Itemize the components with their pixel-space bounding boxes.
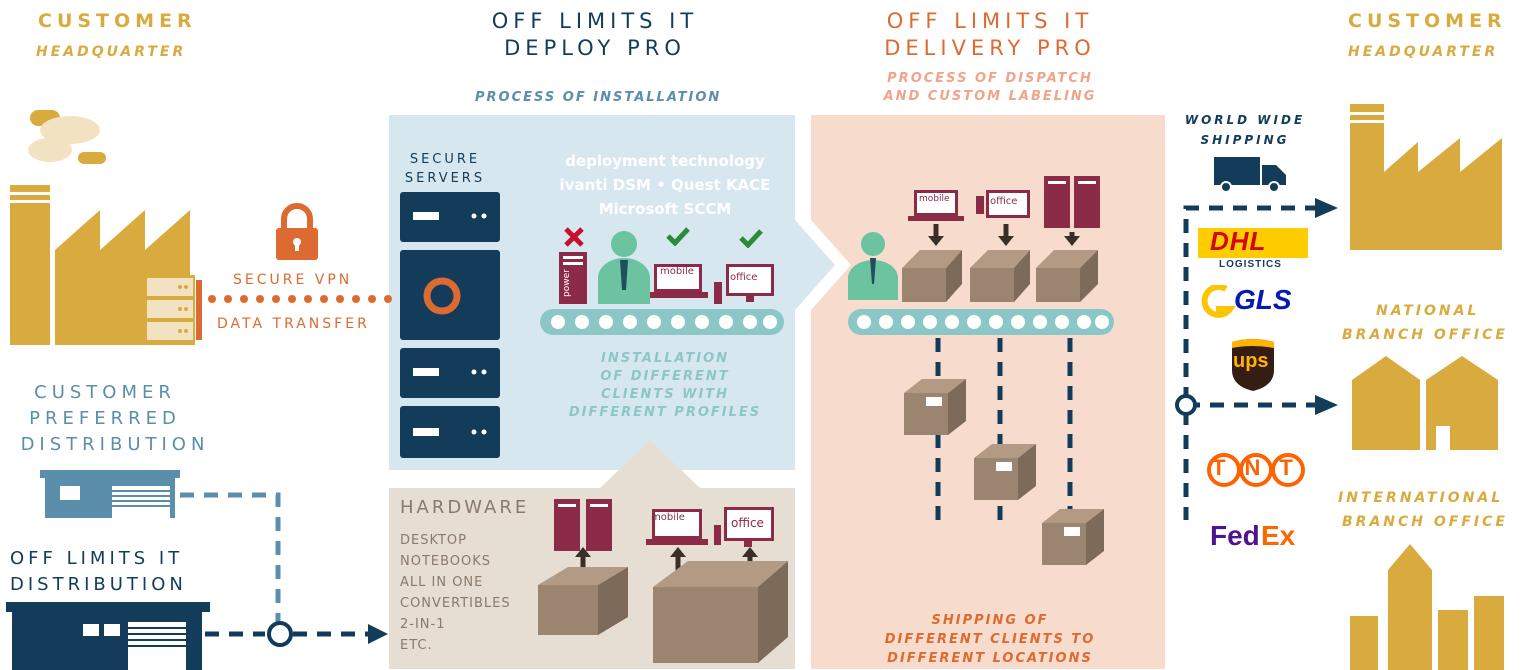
truck-icon (1214, 157, 1286, 193)
gls-logo-text: GLS (1234, 284, 1292, 315)
check-icon (666, 227, 690, 246)
international-office-icon (1350, 544, 1504, 670)
left-customer-title: CUSTOMER (38, 10, 197, 32)
shipping-line-3: DIFFERENT LOCATIONS (887, 651, 1093, 666)
hardware-item: DESKTOP (400, 533, 468, 548)
shipping-line-2: DIFFERENT CLIENTS TO (884, 632, 1096, 647)
preferred-line-2: PREFERRED (29, 408, 181, 429)
delivery-title-1: OFF LIMITS IT (886, 9, 1094, 33)
servers-label-2: SERVERS (404, 171, 486, 186)
dhl-subtitle: LOGISTICS (1219, 259, 1282, 270)
offlimits-dist-line-2: DISTRIBUTION (10, 574, 187, 595)
ups-logo-text: ups (1233, 350, 1269, 372)
preferred-warehouse-icon (40, 470, 180, 518)
right-customer-subtitle: HEADQUARTER (1348, 44, 1499, 60)
servers-label-1: SECURE (409, 152, 481, 167)
international-line-2: BRANCH OFFICE (1342, 514, 1508, 530)
installation-line-1: INSTALLATION (600, 351, 730, 366)
preferred-line-1: CUSTOMER (34, 382, 176, 403)
dhl-logo-text: DHL (1210, 226, 1267, 256)
gls-arrow-logo (1201, 285, 1236, 318)
hw-laptop-label: mobile (651, 512, 685, 523)
distribution-arrow (205, 621, 388, 647)
fedex-logo-fed: Fed (1210, 520, 1260, 551)
aio-label: office (730, 272, 758, 283)
delivery-subtitle-1: PROCESS OF DISPATCH (887, 71, 1093, 86)
delivery-title-2: DELIVERY PRO (884, 36, 1096, 60)
hardware-item: NOTEBOOKS (400, 554, 492, 569)
hardware-item: ALL IN ONE (400, 575, 484, 590)
hardware-item: 2-IN-1 (400, 617, 446, 632)
deploy-title-1: OFF LIMITS IT (491, 9, 699, 33)
delivery-subtitle-2: AND CUSTOM LABELING (883, 89, 1097, 104)
technology-line-2: ivanti DSM • Quest KACE (559, 176, 771, 194)
hardware-boxes-icon (538, 499, 788, 663)
delivery-aio-label: office (990, 196, 1018, 207)
lock-icon (276, 203, 318, 260)
right-customer-title: CUSTOMER (1348, 10, 1507, 32)
vpn-label-2: DATA TRANSFER (217, 316, 370, 332)
offlimits-dist-line-1: OFF LIMITS IT (10, 548, 184, 569)
delivery-station-icon (848, 176, 1100, 302)
shipping-box-icon (974, 444, 1036, 500)
ups-shield-logo (1232, 339, 1274, 391)
left-customer-subtitle: HEADQUARTER (36, 44, 187, 60)
tower-label: power (562, 269, 572, 297)
delivery-laptop-label: mobile (919, 194, 950, 204)
installation-line-4: DIFFERENT PROFILES (568, 405, 762, 420)
laptop-mobile-icon (650, 264, 708, 298)
conveyor-belt-delivery (848, 309, 1114, 335)
technology-line-3: Microsoft SCCM (598, 200, 732, 218)
hardware-title: HARDWARE (400, 497, 530, 518)
fedex-logo-ex: Ex (1261, 520, 1296, 551)
worldwide-line-1: WORLD WIDE (1184, 113, 1306, 127)
hw-aio-label: office (731, 516, 764, 530)
worldwide-line-2: SHIPPING (1200, 133, 1290, 147)
technology-line-1: deployment technology (565, 152, 765, 170)
deploy-title-2: DEPLOY PRO (504, 36, 686, 60)
deploy-subtitle: PROCESS OF INSTALLATION (475, 90, 722, 105)
preferred-line-3: DISTRIBUTION (20, 434, 210, 455)
hq-factory-icon (1350, 104, 1502, 250)
hardware-item: CONVERTIBLES (400, 596, 511, 611)
national-line-1: NATIONAL (1376, 303, 1480, 319)
technician-icon (598, 231, 650, 304)
servers-icon (400, 192, 500, 458)
check-icon (739, 229, 763, 248)
cross-icon (564, 227, 584, 247)
conveyor-belt-deploy (540, 309, 784, 335)
shipping-box-icon (1042, 509, 1104, 565)
national-office-icon (1352, 356, 1498, 450)
national-line-2: BRANCH OFFICE (1342, 327, 1508, 343)
international-line-1: INTERNATIONAL (1338, 490, 1504, 506)
hardware-item: ETC. (400, 638, 433, 653)
preferred-route-line (180, 492, 281, 630)
shipping-line-1: SHIPPING OF (931, 613, 1049, 628)
dhl-logo (1198, 228, 1308, 258)
laptop-label: mobile (660, 266, 694, 277)
desktop-tower-icon (559, 252, 587, 304)
vpn-label-1: SECURE VPN (233, 272, 353, 288)
shipping-box-icon (904, 379, 966, 435)
installation-line-3: CLIENTS WITH (600, 387, 730, 402)
tnt-logo (1207, 453, 1305, 487)
factory-icon (10, 110, 202, 345)
tnt-logo-text: TNT (1212, 455, 1312, 480)
all-in-one-icon (714, 264, 774, 304)
offlimits-warehouse-icon (6, 602, 210, 670)
installation-line-2: OF DIFFERENT (600, 369, 730, 384)
